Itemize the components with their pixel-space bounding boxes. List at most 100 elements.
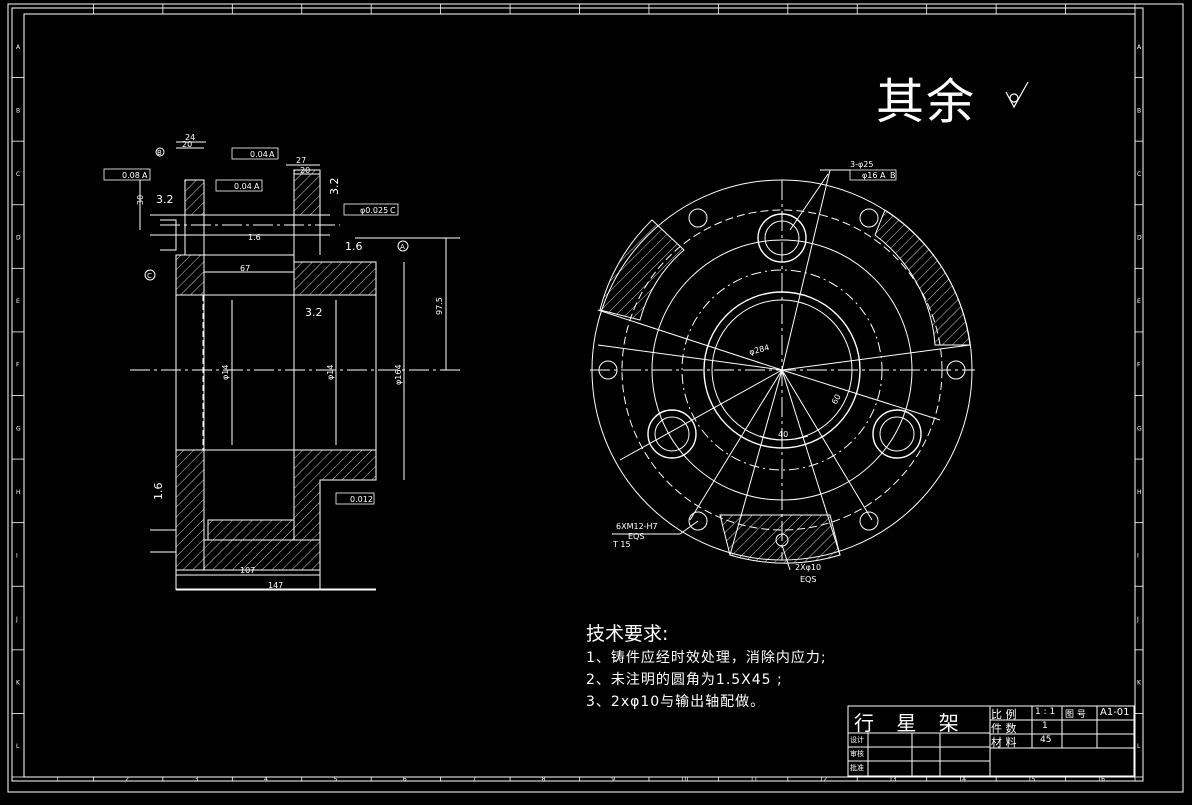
border-row-label: L (1137, 743, 1141, 750)
tol-datum-c: C (390, 206, 396, 215)
border-col-label: 1 (56, 776, 60, 783)
surface-note: 其余 (876, 74, 977, 130)
dim-147: 147 (268, 581, 283, 590)
tol-datum-a2: A (254, 182, 260, 191)
title-approver-label: 批准 (850, 764, 864, 772)
border-grid-ticks (12, 4, 1143, 781)
tol-datum-a3: A (142, 171, 148, 180)
border-row-label: A (16, 44, 21, 51)
border-row-label: I (1137, 552, 1139, 559)
datum-labels: C B A (147, 149, 405, 280)
title-drawing-no-label: 图 号 (1065, 710, 1086, 720)
border-row-label: J (1136, 616, 1139, 623)
front-view-labels: 3-φ25 φ16 A B φ284 40 60 6XM12-H7 EQS T … (612, 160, 896, 584)
datum-c: C (147, 272, 152, 280)
label-b: B (890, 171, 896, 180)
dim-phi14a: φ14 (221, 365, 230, 380)
title-material-label: 材 料 (991, 736, 1017, 749)
border-row-label: E (1137, 298, 1141, 305)
rough-16c: 1.6 (152, 483, 165, 501)
rough-32a: 3.2 (156, 193, 174, 206)
border-col-label: 14 (958, 776, 966, 783)
title-drawing-no: A1-01 (1100, 707, 1130, 718)
border-col-label: 3 (195, 776, 199, 783)
border-row-label: A (1137, 44, 1142, 51)
border-row-label: C (16, 171, 20, 178)
border-row-label: G (1137, 425, 1142, 432)
border-row-label: F (1137, 362, 1141, 369)
dim-phi164: φ164 (394, 364, 403, 385)
tol-phi0025: φ0.025 (360, 206, 388, 215)
dim-67: 67 (240, 264, 250, 273)
title-quantity-value: 1 (1042, 721, 1048, 731)
tech-requirement-1: 1、铸件应经时效处理，消除内应力; (586, 650, 827, 666)
tech-requirement-2: 2、未注明的圆角为1.5X45 ; (586, 672, 783, 688)
border-row-label: D (1137, 235, 1142, 242)
datum-b: B (157, 149, 162, 157)
border-row-label: G (16, 425, 21, 432)
dim-107: 107 (240, 566, 255, 575)
tolerance-text: 0.04 A 0.04 A 0.08 A φ0.025 C 0.012 (122, 150, 396, 504)
title-designer-label: 设计 (850, 736, 864, 744)
border-row-label: H (16, 489, 21, 496)
tol-008: 0.08 (122, 171, 140, 180)
label-a: A (880, 171, 886, 180)
border-row-label: H (1137, 489, 1142, 496)
border-col-label: 9 (611, 776, 615, 783)
border-row-label: D (16, 235, 21, 242)
front-view (590, 169, 975, 571)
title-scale-value: 1 : 1 (1035, 707, 1056, 717)
title-block (847, 705, 1135, 777)
title-checker-label: 审核 (850, 750, 864, 758)
tol-datum-a1: A (269, 150, 275, 159)
tol-0012: 0.012 (350, 495, 373, 504)
tol-004a: 0.04 (250, 150, 268, 159)
border-col-label: 4 (264, 776, 268, 783)
label-60: 60 (830, 393, 843, 406)
tech-requirement-3: 3、2xφ10与输出轴配做。 (586, 694, 766, 710)
border-row-label: F (16, 362, 20, 369)
rough-16b: 1.6 (345, 240, 363, 253)
border-col-label: 7 (472, 776, 476, 783)
dim-20: 20 (182, 140, 192, 149)
border-col-label: 12 (820, 776, 828, 783)
dim-20b: 20 (300, 166, 310, 175)
section-dims: 24 20 27 20 30 67 107 147 97.5 φ14 φ14 φ… (136, 133, 444, 590)
dim-24: 24 (185, 133, 195, 142)
tol-004b: 0.04 (234, 182, 252, 191)
border-col-label: 8 (542, 776, 546, 783)
border-row-label: L (16, 743, 20, 750)
border-col-label: 16 (1097, 776, 1105, 783)
title-scale-label: 比 例 (991, 708, 1017, 721)
label-eqs1: EQS (628, 532, 644, 541)
title-part-name: 行 星 架 (854, 711, 967, 735)
tolerance-frames (103, 147, 399, 505)
border-row-label: K (1137, 680, 1142, 687)
dim-975: 97.5 (435, 297, 444, 315)
section-view (130, 141, 460, 591)
label-40: 40 (778, 430, 788, 439)
border-row-label: K (16, 680, 21, 687)
label-6xm12: 6XM12-H7 (616, 522, 658, 531)
surface-finish-symbol (1005, 81, 1029, 109)
border-row-label: I (16, 552, 18, 559)
title-material-value: 45 (1040, 735, 1052, 745)
tech-requirements-title: 技术要求: (586, 623, 669, 645)
datum-a: A (400, 243, 405, 251)
border-col-label: 10 (681, 776, 689, 783)
title-quantity-label: 件 数 (991, 722, 1017, 735)
border-row-label: E (16, 298, 20, 305)
tolerance-frame-front (849, 169, 897, 181)
border-row-label: B (1137, 107, 1141, 114)
label-phi16: φ16 (862, 171, 877, 180)
label-3phi25: 3-φ25 (850, 160, 873, 169)
border-row-label: B (16, 107, 20, 114)
dim-27: 27 (296, 156, 306, 165)
border-col-label: 5 (333, 776, 337, 783)
dim-phi14b: φ14 (326, 365, 335, 380)
rough-32c: 3.2 (305, 306, 323, 319)
rough-16a: 1.6 (248, 233, 261, 242)
label-t15: T 15 (612, 540, 631, 549)
